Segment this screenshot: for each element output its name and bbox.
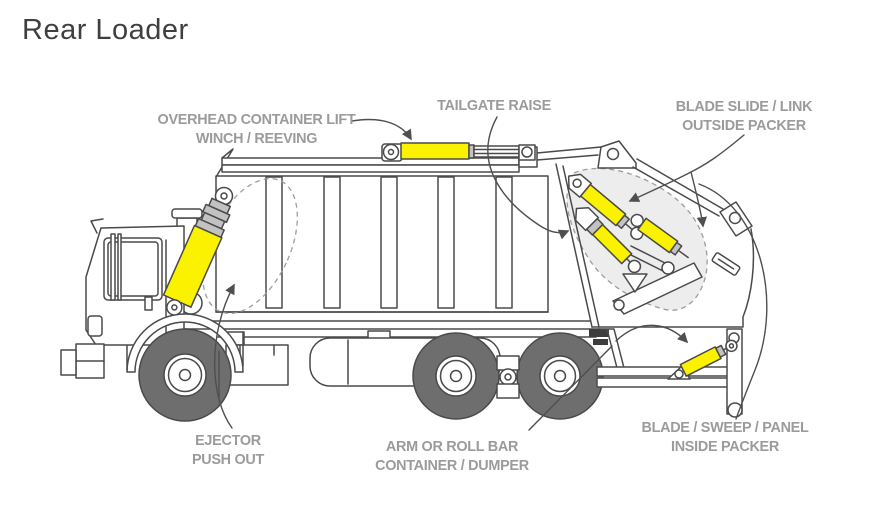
rear-wheels [412, 332, 604, 420]
label-line: WINCH / REEVING [195, 130, 318, 147]
label-arm-roll-bar: ARM OR ROLL BAR CONTAINER / DUMPER [351, 437, 553, 475]
overhead-winch-leader [351, 118, 412, 141]
container-body [215, 148, 549, 313]
packer-linkage [612, 245, 703, 315]
tailgate-raise-side-cylinder [574, 206, 642, 274]
front-wheel [126, 313, 244, 422]
arm-roll-bar-leader [528, 345, 613, 431]
label-line: PUSH OUT [191, 451, 265, 468]
label-line: CONTAINER / DUMPER [375, 457, 529, 474]
ejector-cylinder [162, 186, 234, 316]
label-tailgate-raise: TAILGATE RAISE [408, 96, 581, 115]
tailgate-raise-leader [487, 116, 570, 240]
packer-cylinder-pivot [674, 369, 684, 379]
label-line: BLADE / SWEEP / PANEL [641, 419, 809, 436]
blade-slide-leader-branch [690, 171, 708, 228]
blade-slide-cylinder-upper [567, 173, 644, 241]
label-line: TAILGATE RAISE [437, 97, 551, 114]
label-line: BLADE SLIDE / LINK [675, 98, 813, 115]
arm-roll-bar-leader-arc [615, 324, 689, 344]
label-line: OVERHEAD CONTAINER LIFT [157, 111, 356, 128]
blade-sweep-leader-arc [698, 183, 768, 420]
inside-packer-cylinder [679, 339, 738, 377]
label-line: EJECTOR [195, 432, 261, 449]
page-title: Rear Loader [22, 14, 189, 46]
leader-lines [214, 116, 768, 431]
label-line: ARM OR ROLL BAR [385, 438, 519, 455]
cylinder-mount-bracket [622, 273, 648, 293]
label-line: OUTSIDE PACKER [682, 117, 806, 134]
ejector-leader [214, 283, 235, 429]
tailgate-raise-cylinder [381, 142, 536, 162]
label-blade-slide: BLADE SLIDE / LINK OUTSIDE PACKER [638, 97, 849, 135]
label-ejector: EJECTOR PUSH OUT [161, 431, 295, 469]
label-line: INSIDE PACKER [670, 438, 779, 455]
label-overhead-winch: OVERHEAD CONTAINER LIFT WINCH / REEVING [144, 110, 370, 148]
label-blade-sweep: BLADE / SWEEP / PANEL INSIDE PACKER [618, 418, 831, 456]
blade-slide-cylinder-lower [630, 213, 689, 259]
truck-cab [60, 218, 185, 379]
